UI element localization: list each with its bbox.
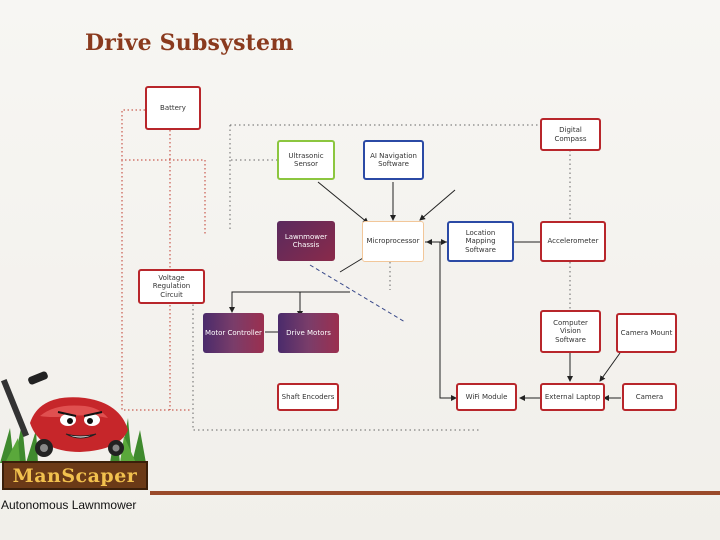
shaft-encoders-node: Shaft Encoders	[277, 383, 339, 411]
digital-compass-node: Digital Compass	[540, 118, 601, 151]
slide-title: Drive Subsystem	[85, 30, 294, 56]
wifi-module-node: WiFi Module	[456, 383, 517, 411]
footer-caption: Autonomous Lawnmower	[1, 498, 137, 512]
accent-bar	[150, 491, 720, 495]
lawnmower-chassis-node: Lawnmower Chassis	[277, 221, 335, 261]
microprocessor-node: Microprocessor	[362, 221, 424, 262]
location-mapping-software-node: Location Mapping Software	[447, 221, 514, 262]
computer-vision-software-node: Computer Vision Software	[540, 310, 601, 353]
ultrasonic-sensor-node: Ultrasonic Sensor	[277, 140, 335, 180]
manscaper-logo-wordmark: ManScaper	[2, 461, 148, 490]
external-laptop-node: External Laptop	[540, 383, 605, 411]
manscaper-mower-logo	[0, 371, 146, 463]
voltage-regulation-circuit-node: Voltage Regulation Circuit	[138, 269, 205, 304]
ai-navigation-software-node: AI Navigation Software	[363, 140, 424, 180]
camera-node: Camera	[622, 383, 677, 411]
drive-motors-node: Drive Motors	[278, 313, 339, 353]
motor-controller-node: Motor Controller	[203, 313, 264, 353]
accelerometer-node: Accelerometer	[540, 221, 606, 262]
camera-mount-node: Camera Mount	[616, 313, 677, 353]
battery-node: Battery	[145, 86, 201, 130]
